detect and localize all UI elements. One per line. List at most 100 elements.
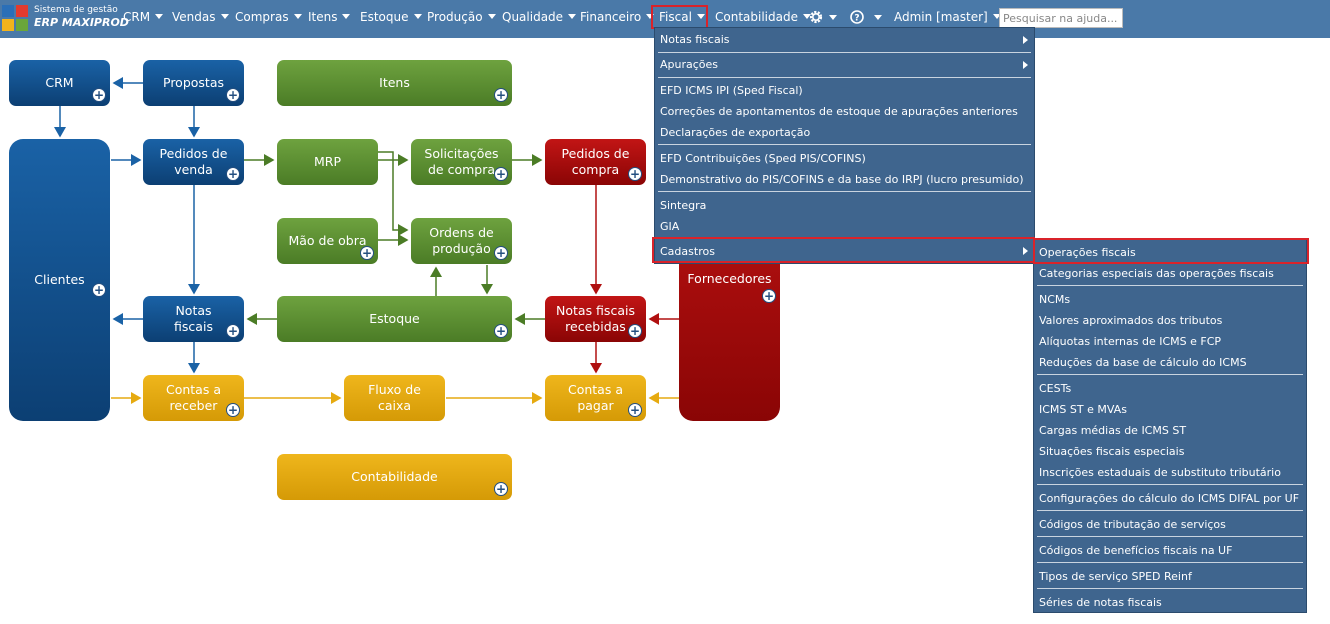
add-icon[interactable]: +	[628, 324, 642, 338]
menu-item-situacoes-fiscais[interactable]: Situações fiscais especiais	[1039, 445, 1185, 458]
menu-item-series-notas-fiscais[interactable]: Séries de notas fiscais	[1039, 596, 1162, 609]
notas-recebidas-box[interactable]: Notas fiscais recebidas+	[545, 296, 646, 342]
menu-item-inscricoes-estaduais[interactable]: Inscrições estaduais de substituto tribu…	[1039, 466, 1281, 479]
brand-name: ERP MAXIPROD	[34, 16, 129, 29]
nav-itens[interactable]: Itens	[308, 10, 351, 24]
add-icon[interactable]: +	[494, 88, 508, 102]
propostas-box[interactable]: Propostas+	[143, 60, 244, 106]
caret-down-icon	[874, 15, 882, 20]
ordens-producao-label: Ordens de produção	[429, 225, 494, 256]
propostas-label: Propostas	[163, 75, 224, 90]
add-icon[interactable]: +	[226, 88, 240, 102]
help-menu[interactable]: ?	[850, 10, 882, 25]
nav-qualidade[interactable]: Qualidade	[502, 10, 577, 24]
help-search-input[interactable]	[999, 8, 1123, 28]
add-icon[interactable]: +	[628, 167, 642, 181]
svg-text:?: ?	[854, 14, 859, 24]
maxiprod-logo[interactable]	[2, 5, 30, 31]
nav-estoque[interactable]: Estoque	[360, 10, 422, 24]
add-icon[interactable]: +	[628, 403, 642, 417]
menu-item-aliquotas-internas[interactable]: Alíquotas internas de ICMS e FCP	[1039, 335, 1222, 348]
fluxo-caixa-box[interactable]: Fluxo de caixa	[344, 375, 445, 421]
menu-item-cadastros[interactable]: Cadastros	[655, 241, 1034, 262]
crm-box[interactable]: CRM+	[9, 60, 110, 106]
menu-item-operacoes-fiscais[interactable]: Operações fiscais	[1039, 246, 1136, 259]
menu-item-reducoes-base[interactable]: Reduções da base de cálculo do ICMS	[1039, 356, 1247, 369]
fornecedores-label: Fornecedores	[687, 271, 772, 286]
itens-label: Itens	[379, 75, 410, 90]
notas-recebidas-label: Notas fiscais recebidas	[556, 303, 635, 334]
pedidos-venda-box[interactable]: Pedidos de venda+	[143, 139, 244, 185]
itens-box[interactable]: Itens +	[277, 60, 512, 106]
caret-down-icon	[568, 14, 577, 19]
caret-down-icon	[413, 14, 422, 19]
caret-down-icon	[802, 14, 811, 19]
menu-item-ncms[interactable]: NCMs	[1039, 293, 1071, 306]
caret-down-icon	[220, 14, 229, 19]
nav-financeiro[interactable]: Financeiro	[580, 10, 655, 24]
nav-producao[interactable]: Produção	[427, 10, 496, 24]
menu-item-codigos-tributacao[interactable]: Códigos de tributação de serviços	[1039, 518, 1226, 531]
menu-item-declaracoes-exportacao[interactable]: Declarações de exportação	[660, 126, 811, 139]
menu-item-icms-st-mvas[interactable]: ICMS ST e MVAs	[1039, 403, 1127, 416]
submenu-arrow-icon	[1023, 36, 1028, 44]
pedidos-compra-box[interactable]: Pedidos de compra+	[545, 139, 646, 185]
menu-item-valores-aproximados[interactable]: Valores aproximados dos tributos	[1039, 314, 1223, 327]
nav-contabilidade[interactable]: Contabilidade	[715, 10, 811, 24]
estoque-box[interactable]: Estoque +	[277, 296, 512, 342]
add-icon[interactable]: +	[762, 289, 776, 303]
menu-item-sintegra[interactable]: Sintegra	[660, 199, 707, 212]
contabilidade-box[interactable]: Contabilidade+	[277, 454, 512, 500]
add-icon[interactable]: +	[494, 482, 508, 496]
add-icon[interactable]: +	[494, 324, 508, 338]
brand-subtitle: Sistema de gestão	[34, 5, 118, 15]
operacoes-fiscais-highlight	[1033, 238, 1309, 264]
contas-receber-label: Contas a receber	[165, 382, 221, 413]
nav-compras[interactable]: Compras	[235, 10, 302, 24]
menu-item-notas-fiscais[interactable]: Notas fiscais	[655, 30, 1034, 50]
nav-vendas[interactable]: Vendas	[172, 10, 229, 24]
menu-separator	[1037, 562, 1303, 563]
solicitacoes-label: Solicitações de compra	[424, 146, 499, 177]
add-icon[interactable]: +	[494, 246, 508, 260]
add-icon[interactable]: +	[494, 167, 508, 181]
add-icon[interactable]: +	[226, 403, 240, 417]
nav-fiscal[interactable]: Fiscal	[659, 10, 705, 24]
nav-crm[interactable]: CRM	[123, 10, 164, 24]
pedidos-venda-label: Pedidos de venda	[159, 146, 228, 177]
add-icon[interactable]: +	[226, 167, 240, 181]
clientes-box[interactable]: Clientes+	[9, 139, 110, 421]
menu-item-codigos-beneficios[interactable]: Códigos de benefícios fiscais na UF	[1039, 544, 1233, 557]
mao-de-obra-box[interactable]: Mão de obra+	[277, 218, 378, 264]
add-icon[interactable]: +	[92, 283, 106, 297]
menu-item-correcoes-apontamentos[interactable]: Correções de apontamentos de estoque de …	[660, 105, 1018, 118]
contas-receber-box[interactable]: Contas a receber +	[143, 375, 244, 421]
menu-item-efd-contribuicoes[interactable]: EFD Contribuições (Sped PIS/COFINS)	[660, 152, 866, 165]
notas-fiscais-box[interactable]: Notas fiscais+	[143, 296, 244, 342]
add-icon[interactable]: +	[92, 88, 106, 102]
settings-menu[interactable]	[808, 9, 837, 25]
solicitacoes-box[interactable]: Solicitações de compra+	[411, 139, 512, 185]
estoque-label: Estoque	[369, 311, 420, 326]
contas-pagar-box[interactable]: Contas a pagar+	[545, 375, 646, 421]
user-menu[interactable]: Admin [master]	[894, 10, 1001, 24]
menu-item-cests[interactable]: CESTs	[1039, 382, 1072, 395]
menu-item-apuracoes[interactable]: Apurações	[655, 55, 1034, 75]
add-icon[interactable]: +	[226, 324, 240, 338]
menu-separator	[658, 191, 1031, 192]
menu-separator	[658, 52, 1031, 53]
caret-down-icon	[155, 14, 164, 19]
menu-item-configuracoes-difal[interactable]: Configurações do cálculo do ICMS DIFAL p…	[1039, 492, 1300, 505]
menu-item-efd-icms-ipi[interactable]: EFD ICMS IPI (Sped Fiscal)	[660, 84, 803, 97]
menu-separator	[1037, 374, 1303, 375]
menu-item-cargas-medias[interactable]: Cargas médias de ICMS ST	[1039, 424, 1187, 437]
ordens-producao-box[interactable]: Ordens de produção+	[411, 218, 512, 264]
menu-item-categorias-especiais[interactable]: Categorias especiais das operações fisca…	[1039, 267, 1274, 280]
caret-down-icon	[293, 14, 302, 19]
add-icon[interactable]: +	[360, 246, 374, 260]
menu-item-demonstrativo-pis-cofins[interactable]: Demonstrativo do PIS/COFINS e da base do…	[660, 173, 1024, 186]
menu-item-gia[interactable]: GIA	[660, 220, 680, 233]
submenu-arrow-icon	[1023, 247, 1028, 255]
menu-item-tipos-servico-reinf[interactable]: Tipos de serviço SPED Reinf	[1039, 570, 1192, 583]
mrp-box[interactable]: MRP	[277, 139, 378, 185]
